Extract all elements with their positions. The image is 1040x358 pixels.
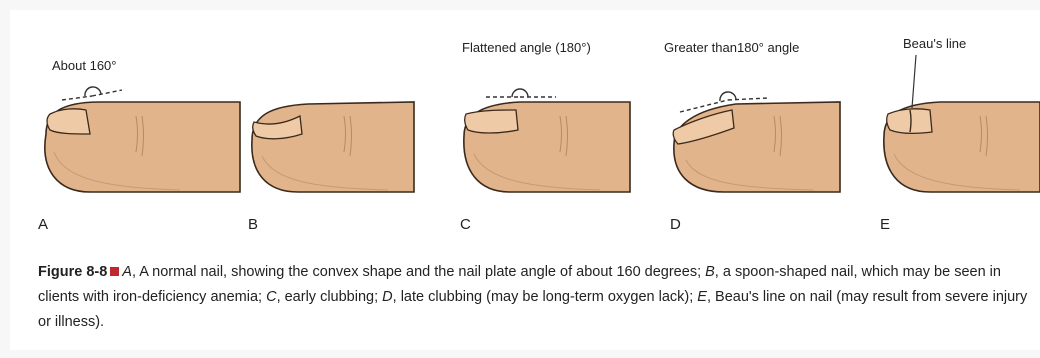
panel-letter-e: E <box>880 216 890 233</box>
caption-text-c: , early clubbing; <box>277 289 383 305</box>
annotation-greater-angle: Greater than180° angle <box>664 40 799 55</box>
figure-number: Figure 8-8 <box>38 264 107 280</box>
caption-text-d: , late clubbing (may be long-term oxygen… <box>393 289 698 305</box>
finger-e-illustration <box>884 102 1040 192</box>
finger-c-illustration <box>464 102 630 192</box>
angle-marker-a <box>62 87 122 100</box>
caption-marker-square <box>110 267 119 276</box>
caption-letter-a: A <box>122 264 132 280</box>
finger-d-illustration <box>673 102 840 192</box>
annotation-flattened-angle: Flattened angle (180°) <box>462 40 591 55</box>
angle-marker-c <box>486 89 556 97</box>
beaus-line-pointer <box>912 55 916 108</box>
finger-b-illustration <box>252 102 414 192</box>
caption-text-a: , A normal nail, showing the convex shap… <box>132 264 705 280</box>
panel-letter-b: B <box>248 216 258 233</box>
figure-caption: Figure 8-8 A, A normal nail, showing the … <box>38 260 1028 335</box>
caption-letter-e: E <box>697 289 707 305</box>
finger-a-illustration <box>45 102 240 192</box>
caption-letter-b: B <box>705 264 715 280</box>
caption-letter-c: C <box>266 289 276 305</box>
annotation-about-160: About 160° <box>52 58 116 73</box>
panel-letter-a: A <box>38 216 48 233</box>
panel-letter-d: D <box>670 216 681 233</box>
panel-letter-c: C <box>460 216 471 233</box>
annotation-beaus-line: Beau's line <box>903 36 966 51</box>
caption-letter-d: D <box>382 289 392 305</box>
